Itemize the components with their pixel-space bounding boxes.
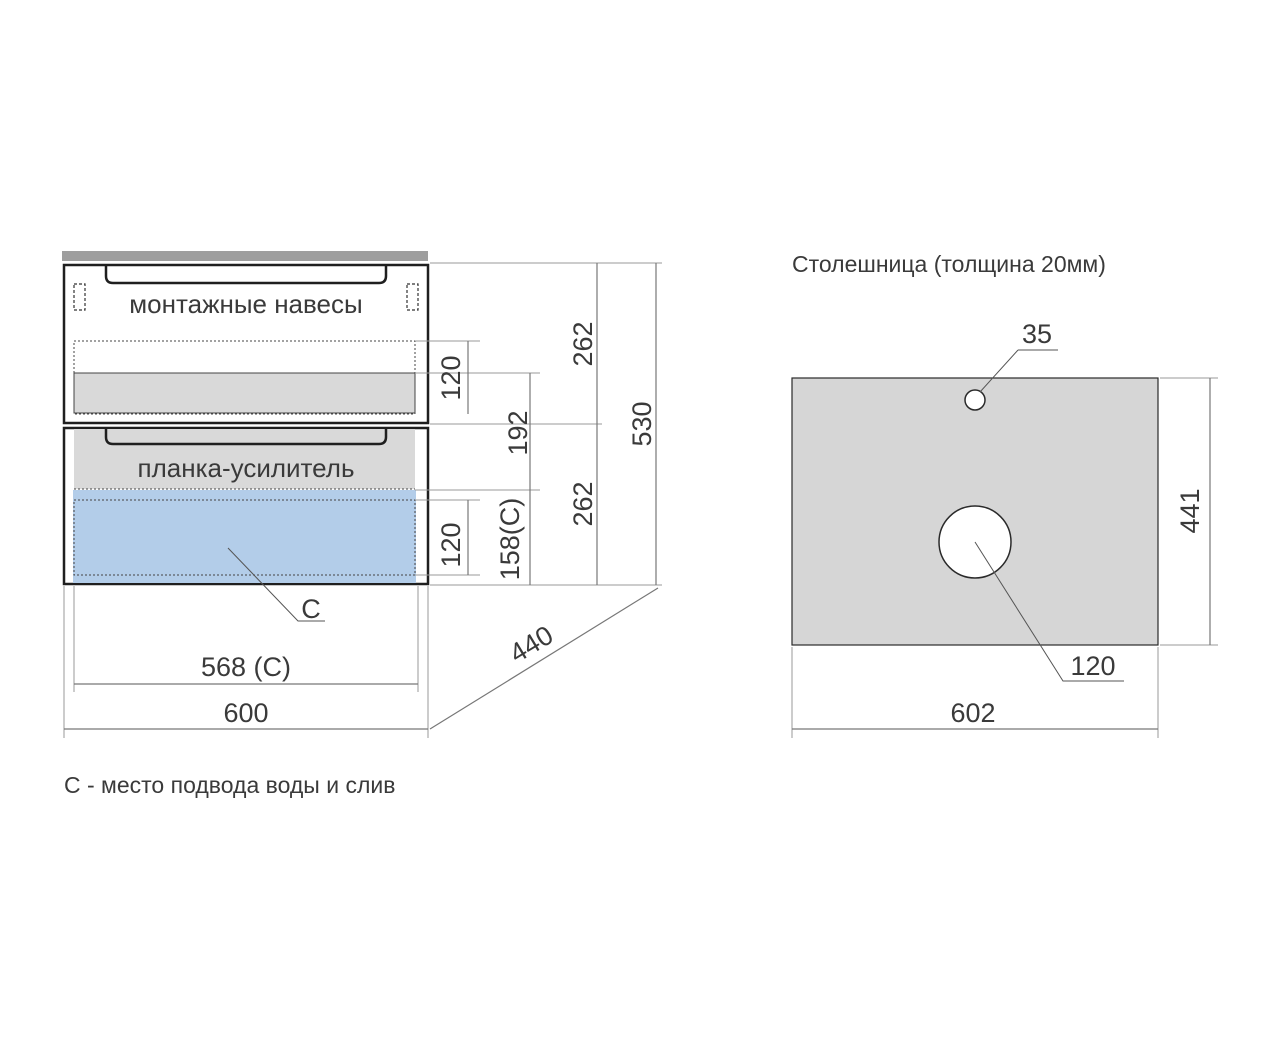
upper-drawer: [62, 263, 430, 425]
upper-stiffener: [73, 372, 416, 414]
dim-width: 600: [223, 698, 268, 728]
dim-c-height: 158(C): [495, 498, 525, 581]
lower-drawer: [62, 426, 430, 586]
dim-countertop-width: 602: [950, 698, 995, 728]
small-hole: [964, 389, 986, 411]
upper-drawer-handle: [104, 266, 388, 285]
big-hole-leader: [974, 541, 1124, 682]
lower-drawer-handle: [104, 429, 388, 446]
hinge-right-icon: [406, 283, 419, 311]
hinge-left-icon: [73, 283, 86, 311]
cabinet-top-slab: [62, 251, 428, 261]
dim-c-width: 568 (C): [201, 652, 291, 682]
small-hole-leader: [979, 349, 1019, 393]
c-label: C: [301, 594, 321, 624]
water-supply-note: С - место подвода воды и слив: [64, 772, 395, 798]
c-leader-line: [227, 547, 325, 622]
cabinet-front-view: монтажные навесы планка-усилитель C: [62, 251, 662, 798]
dim-lower-inner: 120: [436, 522, 466, 567]
countertop-title: Столешница (толщина 20мм): [792, 251, 1106, 277]
countertop-view: Столешница (толщина 20мм) 35 120 441 602: [791, 251, 1218, 738]
dim-middle: 192: [503, 410, 533, 455]
lower-stiffener: [74, 429, 415, 489]
dim-small-hole: 35: [1022, 319, 1052, 349]
dim-big-hole: 120: [1070, 651, 1115, 681]
dim-lower-drawer: 262: [568, 481, 598, 526]
dim-depth: 440: [504, 620, 558, 669]
dim-total-height: 530: [627, 401, 657, 446]
dim-countertop-depth: 441: [1175, 488, 1205, 533]
stiffener-label: планка-усилитель: [138, 453, 355, 483]
hinges-label: монтажные навесы: [129, 289, 362, 319]
dim-upper-inner: 120: [436, 355, 466, 400]
water-zone: [73, 490, 416, 583]
dim-line-depth: [429, 587, 659, 730]
dim-upper-drawer: 262: [568, 321, 598, 366]
